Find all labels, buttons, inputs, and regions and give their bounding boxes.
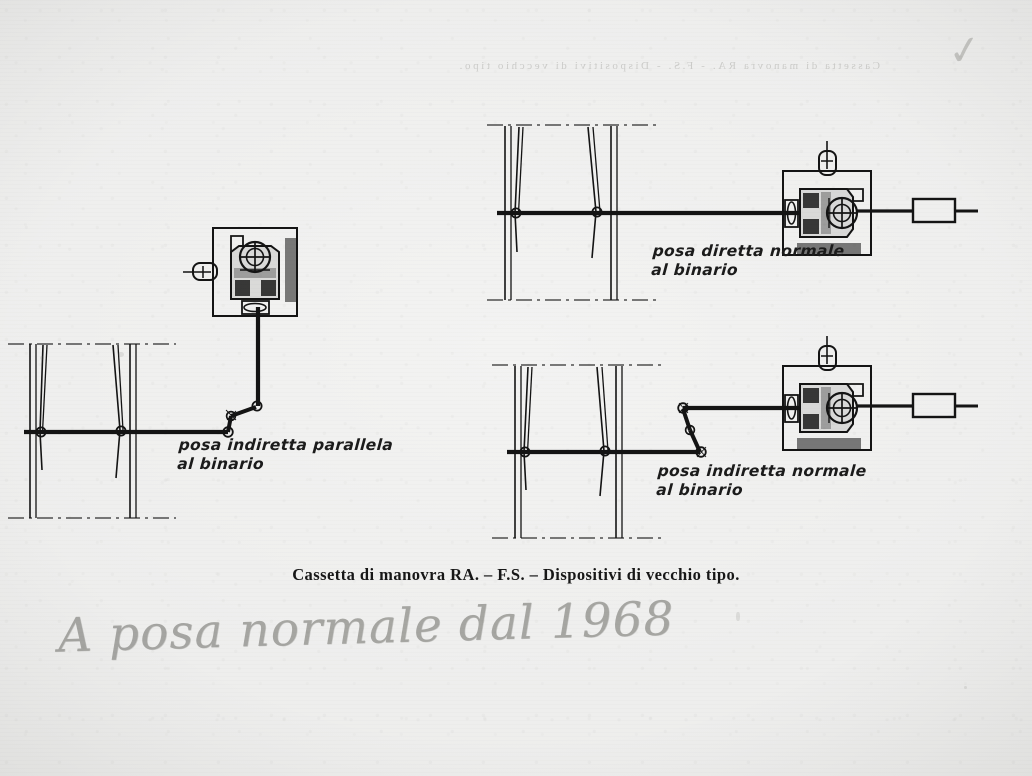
figure-posa-indiretta-parallela <box>8 307 263 519</box>
point-machine-top-right <box>781 139 873 257</box>
point-machine-left <box>181 226 299 318</box>
figure-posa-diretta-normale <box>487 124 800 301</box>
output-rod-bottom-right <box>856 392 978 419</box>
label-posa-indiretta-parallela: posa indiretta parallela al binario <box>176 436 394 473</box>
figure-posa-indiretta-normale <box>492 364 800 539</box>
label-posa-diretta-normale: posa diretta normale al binario <box>650 242 846 279</box>
point-machine-bottom-right <box>781 334 873 452</box>
output-rod-top-right <box>856 197 978 224</box>
label-posa-indiretta-normale: posa indiretta normale al binario <box>655 462 868 499</box>
figure-caption: Cassetta di manovra RA. – F.S. – Disposi… <box>292 565 740 584</box>
